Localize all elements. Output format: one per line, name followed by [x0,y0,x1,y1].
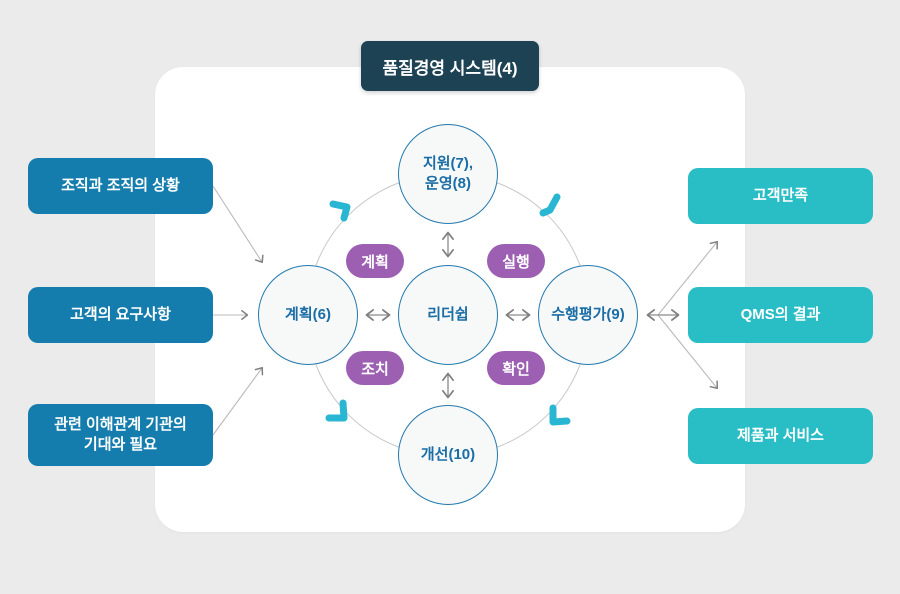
input-box-organization-context: 조직과 조직의 상황 [28,158,213,214]
cycle-arrow-bottom-left [325,399,348,422]
output-box-customer-satisfaction: 고객만족 [688,168,873,224]
input-box-stakeholder-needs: 관련 이해관계 기관의 기대와 필요 [28,404,213,466]
circle-support-operation: 지원(7), 운영(8) [398,124,498,224]
diagram-title-box: 품질경영 시스템(4) [361,41,539,91]
circle-label: 개선(10) [420,445,476,463]
pdca-pill-act: 조치 [346,351,404,385]
circle-plan: 계획(6) [258,265,358,365]
circle-leadership: 리더쉽 [398,265,498,365]
pdca-pill-label: 계획 [361,253,389,271]
pdca-pill-label: 조치 [361,360,389,378]
circle-label-line1: 지원(7), [422,154,474,172]
output-box-label: QMS의 결과 [740,305,821,323]
input-box-customer-requirements: 고객의 요구사항 [28,287,213,343]
output-box-qms-results: QMS의 결과 [688,287,873,343]
circle-label-line2: 운영(8) [425,175,471,192]
cycle-arrow-top-right [539,193,561,217]
circle-improvement: 개선(10) [398,405,498,505]
connector-eval-to-products [657,314,719,390]
cycle-arrow-top-left [329,200,351,222]
circle-performance-evaluation: 수행평가(9) [538,265,638,365]
diagram-title: 품질경영 시스템(4) [382,58,518,78]
output-box-label: 고객만족 [752,186,809,204]
output-box-products-services: 제품과 서비스 [688,408,873,464]
pdca-pill-check: 확인 [487,351,545,385]
pdca-pill-plan: 계획 [346,244,404,278]
connector-stakeholders-to-plan [212,366,264,436]
connector-context-to-plan [212,185,264,264]
pdca-pill-do: 실행 [487,244,545,278]
input-box-label: 관련 이해관계 기관의 기대와 필요 [54,415,187,453]
cycle-arrow-bottom-right [549,404,571,426]
connector-eval-to-satisfaction [657,240,719,316]
pdca-pill-label: 실행 [502,253,530,271]
input-box-label: 고객의 요구사항 [70,305,171,323]
output-box-label: 제품과 서비스 [737,426,824,444]
circle-label: 계획(6) [285,305,331,323]
input-box-label: 조직과 조직의 상황 [61,176,180,194]
circle-label: 수행평가(9) [551,305,625,323]
circle-label: 리더쉽 [427,305,469,323]
pdca-pill-label: 확인 [502,360,530,378]
